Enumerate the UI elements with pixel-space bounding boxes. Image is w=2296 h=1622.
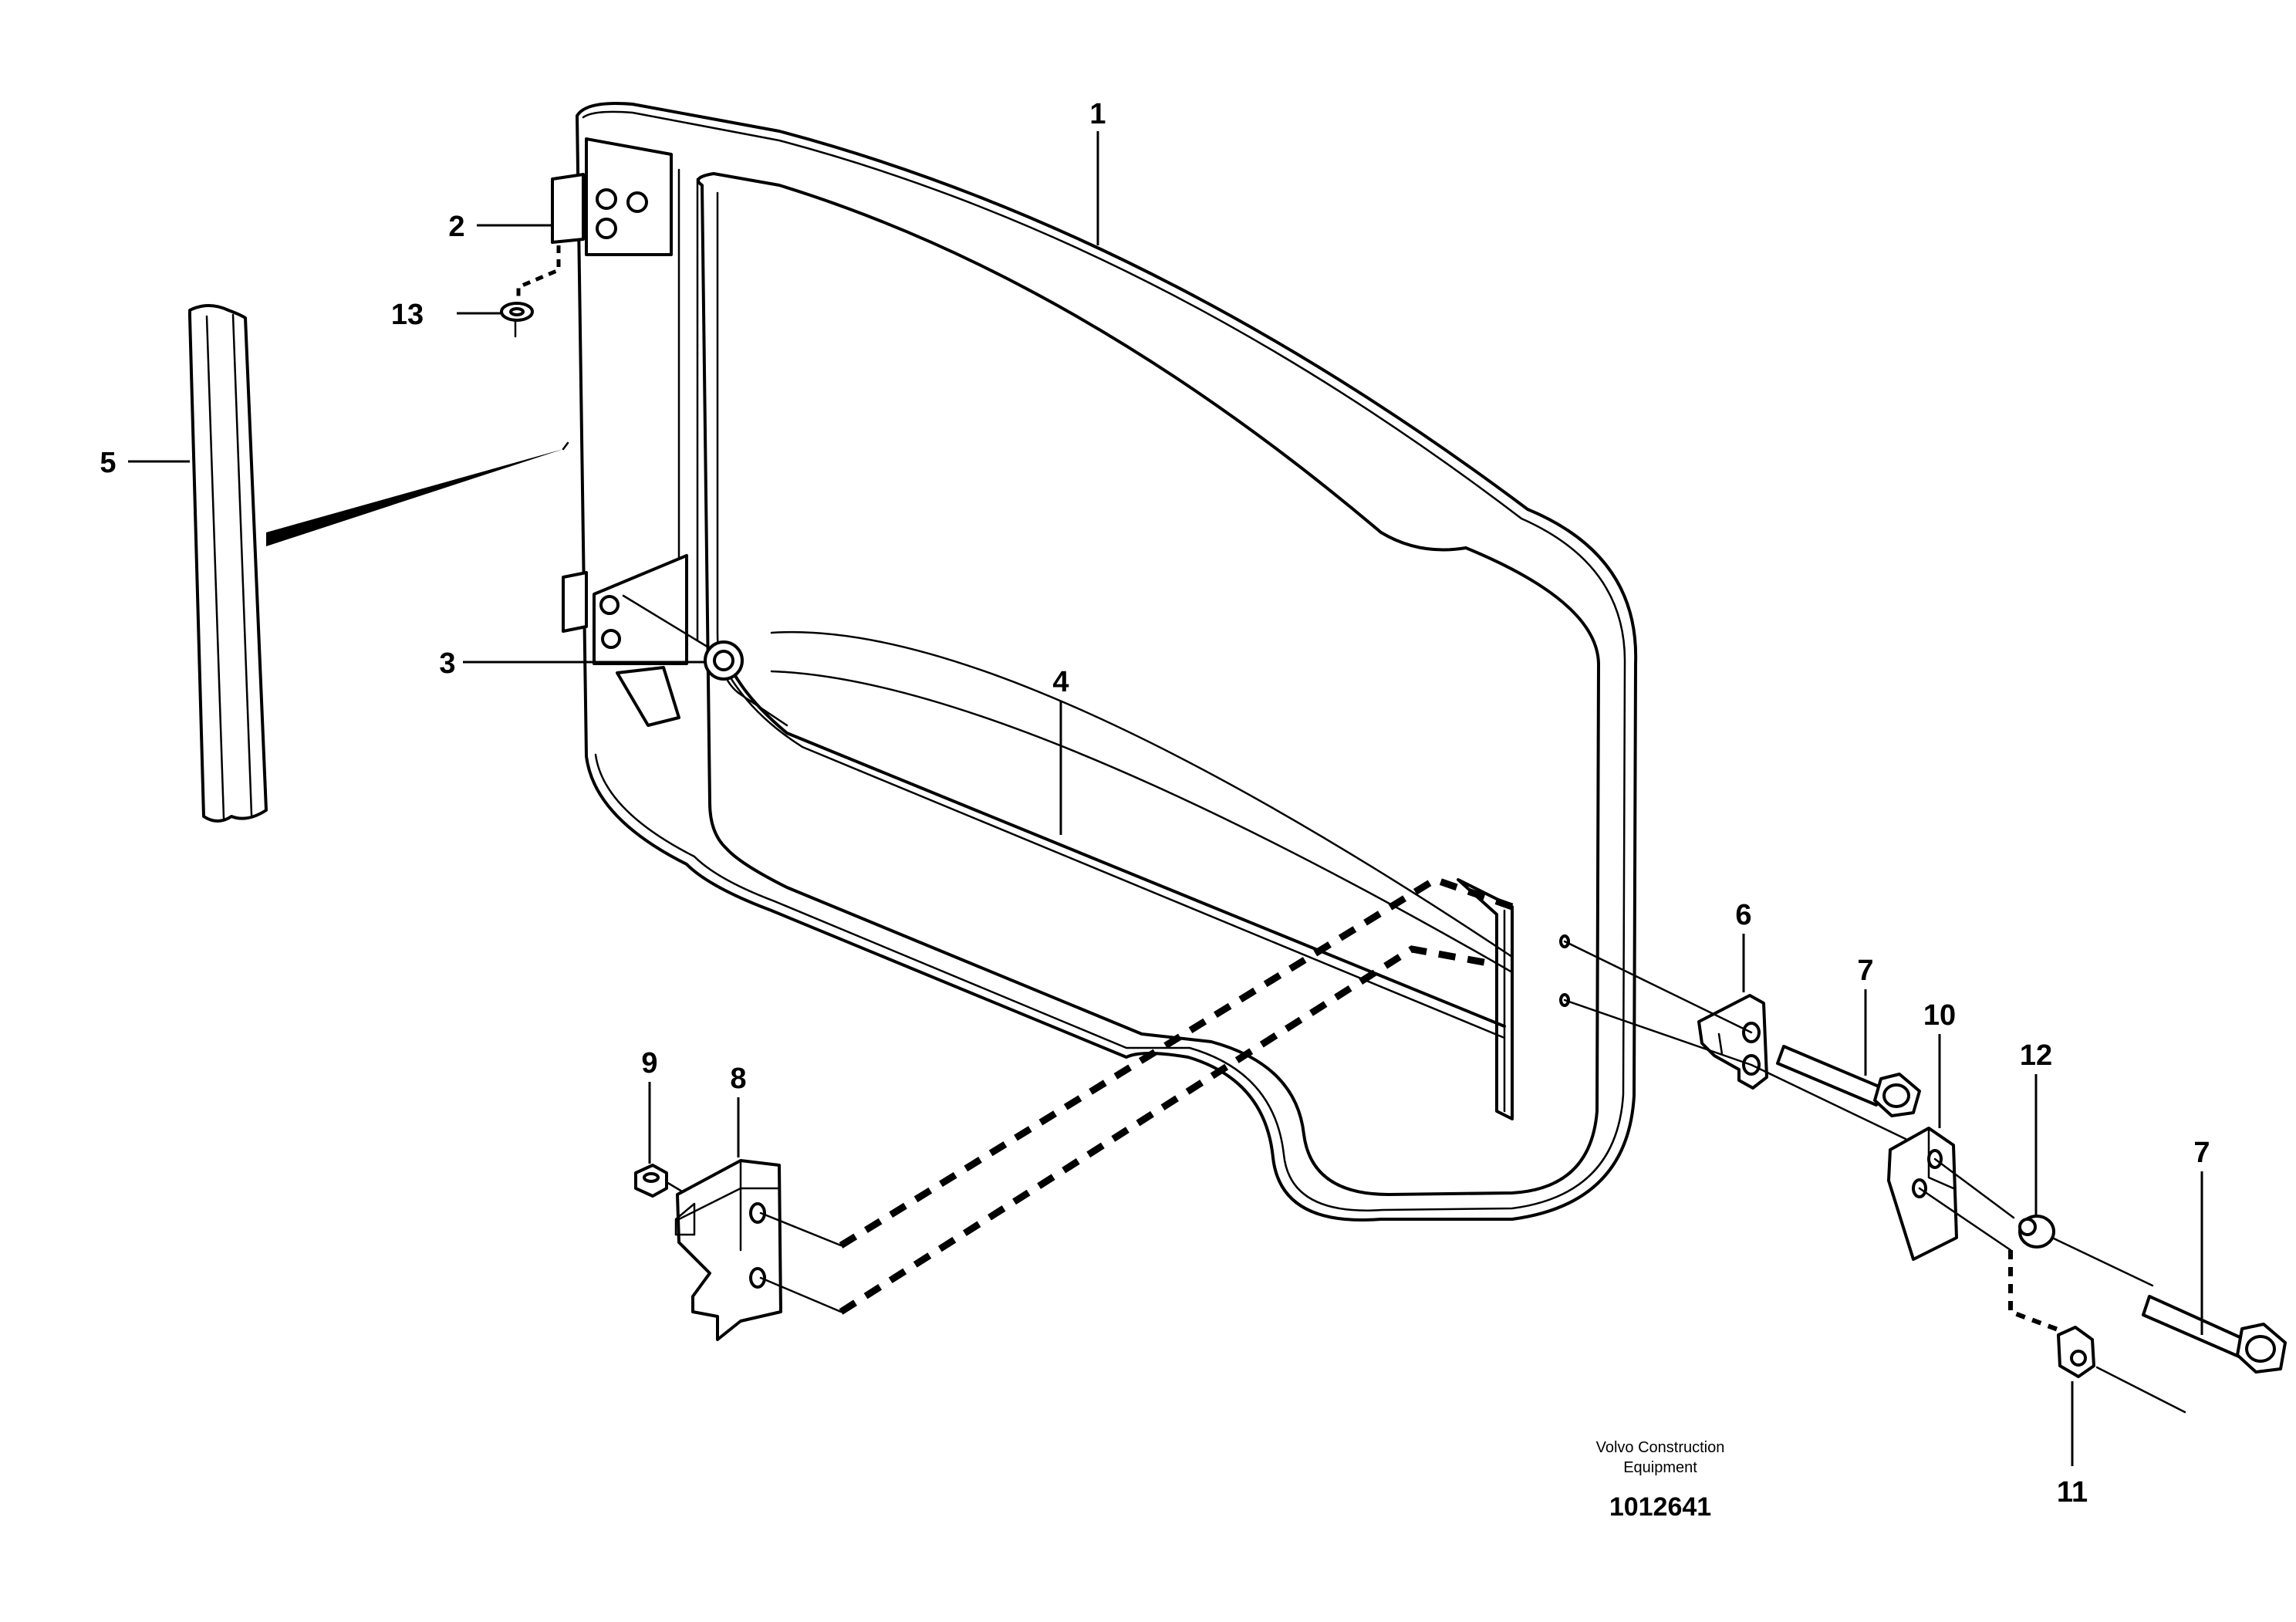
callout-8: 8 <box>730 1063 746 1095</box>
callout-6: 6 <box>1735 899 1751 931</box>
maker-line-2: Equipment <box>1623 1459 1697 1476</box>
leader-lines <box>128 131 2203 1466</box>
callout-4: 4 <box>1052 666 1069 698</box>
angle-bracket-10 <box>1887 1127 2061 1333</box>
weather-strip <box>188 304 268 823</box>
nut-9 <box>634 1164 684 1198</box>
callout-7-upper: 7 <box>1857 955 1873 987</box>
maker-line-1: Volvo Construction <box>1596 1439 1725 1456</box>
strip-pointer <box>266 449 563 546</box>
nut-11 <box>2057 1326 2186 1414</box>
latch-bracket-8 <box>674 1159 842 1341</box>
footer: Volvo Construction Equipment 1012641 <box>1596 1439 1725 1522</box>
assembly-path-upper <box>839 876 1514 1249</box>
callout-5: 5 <box>100 447 116 479</box>
washer-13 <box>500 245 561 338</box>
housing-frame <box>551 102 1638 1222</box>
callout-3: 3 <box>439 647 455 680</box>
document-number: 1012641 <box>1609 1492 1711 1522</box>
nut-3 <box>622 594 744 681</box>
hinge-bracket-6 <box>1563 940 1907 1140</box>
callout-9: 9 <box>641 1047 657 1080</box>
callout-2: 2 <box>448 211 464 243</box>
callout-7-lower: 7 <box>2193 1137 2210 1169</box>
callout-10: 10 <box>1923 999 1956 1032</box>
assembly-path-lower <box>839 945 1497 1315</box>
bolt-7-upper <box>1776 1045 1921 1117</box>
strip-pointer-line <box>562 441 569 451</box>
callout-13: 13 <box>391 299 424 331</box>
callouts: 1 2 13 5 3 4 6 7 10 12 7 9 8 11 <box>100 98 2210 1509</box>
callout-11: 11 <box>2057 1476 2088 1509</box>
nut-12 <box>2018 1215 2154 1287</box>
callout-12: 12 <box>2020 1039 2052 1072</box>
callout-1: 1 <box>1089 98 1106 130</box>
bolt-7-lower <box>2142 1295 2287 1374</box>
